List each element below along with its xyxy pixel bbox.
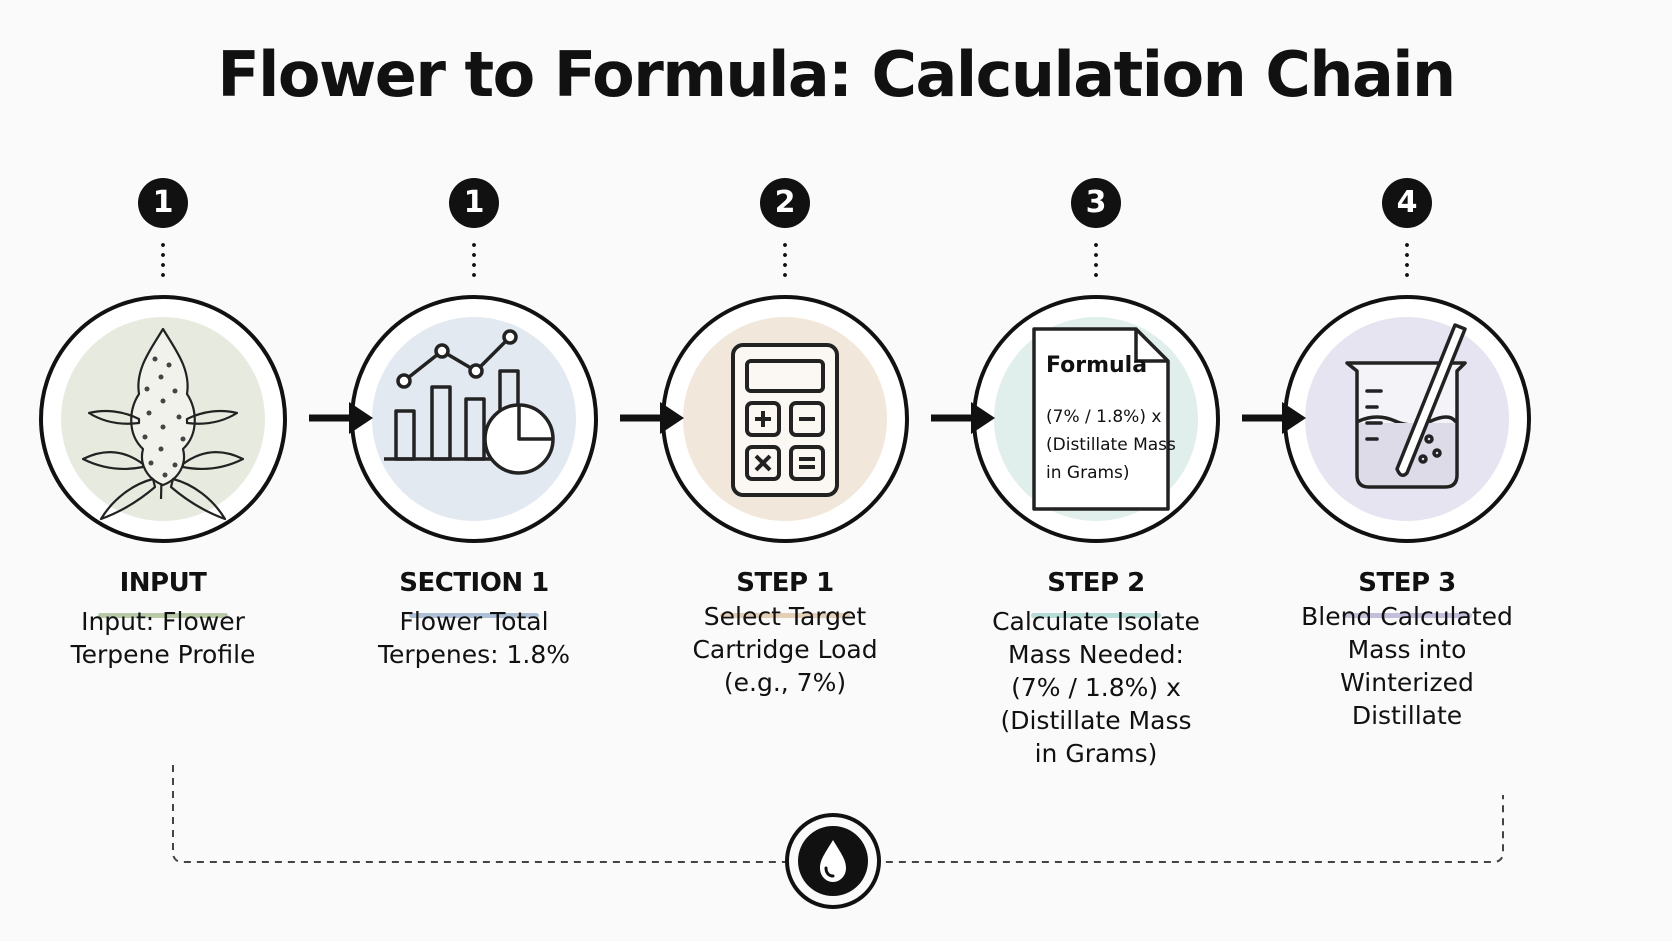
step-number-badge: 1 (449, 178, 499, 228)
label-underline (720, 613, 850, 618)
step-description-line: Distillate (1351, 701, 1463, 730)
arrow-right-icon (931, 402, 995, 434)
step-description-line: Blend Calculated (1301, 602, 1513, 631)
step-number-badge: 4 (1382, 178, 1432, 228)
step-icon-circle (350, 295, 598, 543)
step-label: STEP 1 (736, 568, 834, 598)
step-description-line: Calculate Isolate (992, 607, 1200, 636)
page-title: Flower to Formula: Calculation Chain (217, 38, 1456, 111)
dotted-connector (1405, 240, 1409, 280)
step-description-line: Flower Total (399, 607, 549, 636)
step-number-badge: 1 (138, 178, 188, 228)
step-icon-circle: Formula (7% / 1.8%) x (Distillate Mass i… (972, 295, 1220, 543)
step-column-section-1: 1 SECTION 1 Flower Total Terpenes: 1.8% (324, 0, 624, 941)
step-description-line: Mass into (1347, 635, 1467, 664)
arrow-right-icon (620, 402, 684, 434)
arrow-right-icon (309, 402, 373, 434)
step-column-step-1: 2 STEP 1 Select Target Cartridge Load (e… (635, 0, 935, 941)
step-description-line: Terpenes: 1.8% (377, 640, 571, 669)
step-description-line: Cartridge Load (692, 635, 878, 664)
label-underline (409, 613, 539, 618)
dotted-connector (1094, 240, 1098, 280)
step-column-step-3: 4 STEP 3 Blend Calculated Mass into Wint… (1257, 0, 1557, 941)
step-description-line: Select Target (703, 602, 867, 631)
step-label: SECTION 1 (399, 568, 549, 598)
label-underline (1342, 613, 1472, 618)
step-description-line: (e.g., 7%) (723, 668, 847, 697)
dotted-connector (472, 240, 476, 280)
formula-line: (Distillate Mass (1046, 435, 1176, 455)
step-column-step-2: 3 Formula (7% / 1.8%) x (Distillate Mass… (946, 0, 1246, 941)
step-description-line: in Grams) (1034, 739, 1158, 768)
step-description-line: Winterized (1340, 668, 1474, 697)
analytics-chart-icon (384, 329, 555, 475)
label-underline (98, 613, 228, 618)
step-number-badge: 3 (1071, 178, 1121, 228)
formula-line: in Grams) (1046, 463, 1130, 483)
step-label: INPUT (119, 568, 207, 598)
cannabis-bud-icon (81, 327, 245, 521)
beaker-stir-icon (1345, 323, 1467, 489)
water-drop-icon (785, 813, 881, 909)
water-drop-icon-fill (798, 826, 868, 896)
step-icon-circle (1283, 295, 1531, 543)
step-description-line: Mass Needed: (1008, 640, 1184, 669)
step-description-line: Terpene Profile (70, 640, 256, 669)
calculator-icon (731, 343, 839, 497)
step-description-line: (7% / 1.8%) x (1011, 673, 1181, 702)
step-description-line: (Distillate Mass (1000, 706, 1192, 735)
label-underline (1031, 613, 1161, 618)
step-label: STEP 3 (1358, 568, 1456, 598)
step-icon-circle (661, 295, 909, 543)
arrow-right-icon (1242, 402, 1306, 434)
formula-document-icon (1032, 327, 1170, 511)
step-description-line: Input: Flower (81, 607, 245, 636)
step-icon-circle (39, 295, 287, 543)
step-label: STEP 2 (1047, 568, 1145, 598)
dotted-connector (161, 240, 165, 280)
dotted-connector (783, 240, 787, 280)
formula-line: (7% / 1.8%) x (1046, 407, 1162, 427)
formula-heading: Formula (1046, 353, 1148, 378)
step-column-input: 1 INPUT Input: Flower (13, 0, 313, 941)
step-number-badge: 2 (760, 178, 810, 228)
